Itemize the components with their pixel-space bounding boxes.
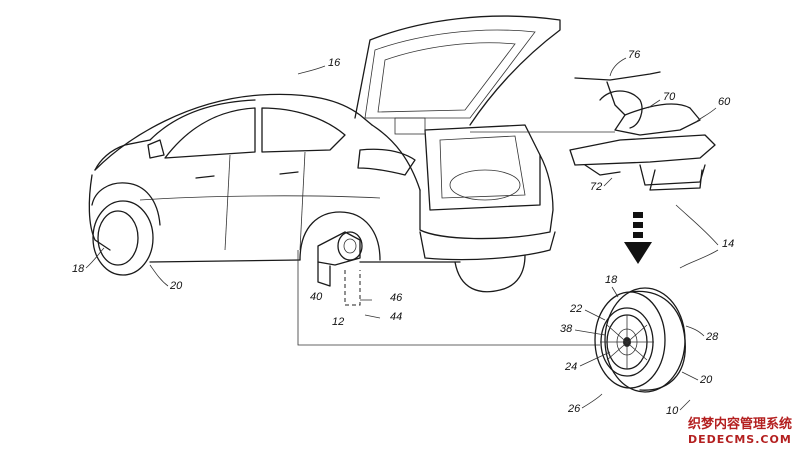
ref-tire-side: 28 — [705, 331, 719, 343]
ref-hub-assembly: 40 — [310, 291, 323, 303]
ref-bracket: 46 — [390, 292, 403, 304]
connection-lines — [297, 131, 615, 346]
down-arrow — [624, 212, 652, 264]
ref-wheel-module: 10 — [666, 405, 679, 417]
ref-axle: 12 — [332, 316, 344, 328]
car-body — [88, 93, 556, 263]
front-wheel — [91, 182, 161, 276]
ref-tire-left: 20 — [169, 280, 183, 292]
ref-scooter-assembly: 60 — [718, 96, 731, 108]
ref-system: 14 — [722, 238, 734, 250]
ref-support: 44 — [390, 311, 402, 323]
ref-wheel-edge: 26 — [567, 403, 581, 415]
ref-rotor: 24 — [564, 361, 577, 373]
rear-hub-assembly — [299, 211, 526, 306]
ref-wheel-left: 18 — [72, 263, 85, 275]
ref-front-mount: 72 — [590, 181, 602, 193]
watermark-line2: DEDECMS.COM — [688, 433, 792, 446]
ref-hub-inner: 22 — [569, 303, 582, 315]
electric-scooter — [569, 71, 716, 191]
watermark-line1: 织梦内容管理系统 — [688, 416, 792, 432]
ref-car: 16 — [328, 57, 341, 69]
ref-seat-frame: 70 — [663, 91, 676, 103]
ref-motor: 38 — [560, 323, 573, 335]
ref-handlebar: 76 — [628, 49, 641, 61]
watermark: 织梦内容管理系统 DEDECMS.COM — [688, 416, 792, 446]
wheel-module — [594, 287, 686, 393]
ref-tire-right: 20 — [699, 374, 713, 386]
open-tailgate — [354, 15, 561, 126]
reference-numerals: 16 76 70 60 72 14 18 20 40 12 46 44 18 2… — [72, 49, 734, 417]
ref-wheel-top: 18 — [605, 274, 618, 286]
